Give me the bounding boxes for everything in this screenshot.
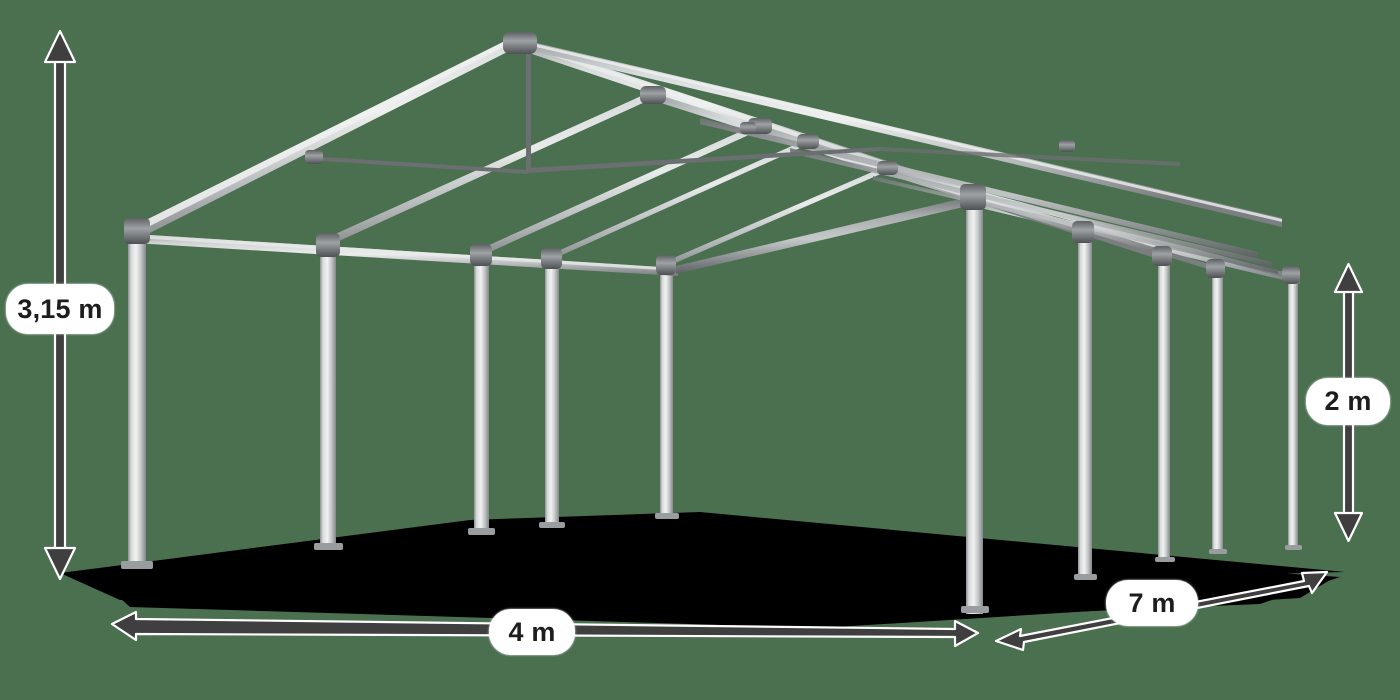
ridge-beam xyxy=(515,38,1282,227)
tie-rod xyxy=(306,147,1180,174)
front-leg xyxy=(121,235,153,569)
rear-leg xyxy=(1285,276,1302,550)
front-leg xyxy=(655,268,679,519)
ground-shadow xyxy=(60,512,1345,628)
roof-purlins xyxy=(700,118,1278,274)
front-eave-beam xyxy=(134,234,678,276)
front-legs xyxy=(121,235,679,569)
frame-joints xyxy=(124,32,1300,284)
rear-leg xyxy=(1155,256,1175,562)
roof-rafters xyxy=(322,92,1290,278)
rear-leg xyxy=(1209,269,1227,554)
front-leg xyxy=(468,257,495,535)
front-leg xyxy=(314,247,343,550)
dimension-label-eaves-height: 2 m xyxy=(1306,378,1390,425)
rear-leg xyxy=(1074,232,1097,580)
king-post xyxy=(526,44,531,172)
back-eave-beam xyxy=(676,196,972,274)
dimension-label-width: 4 m xyxy=(489,609,575,655)
dimension-label-length: 7 m xyxy=(1106,580,1198,626)
front-leg xyxy=(539,261,565,528)
rear-leg xyxy=(961,196,989,614)
dimension-label-ridge-height: 3,15 m xyxy=(6,284,114,334)
rear-legs xyxy=(961,196,1302,614)
